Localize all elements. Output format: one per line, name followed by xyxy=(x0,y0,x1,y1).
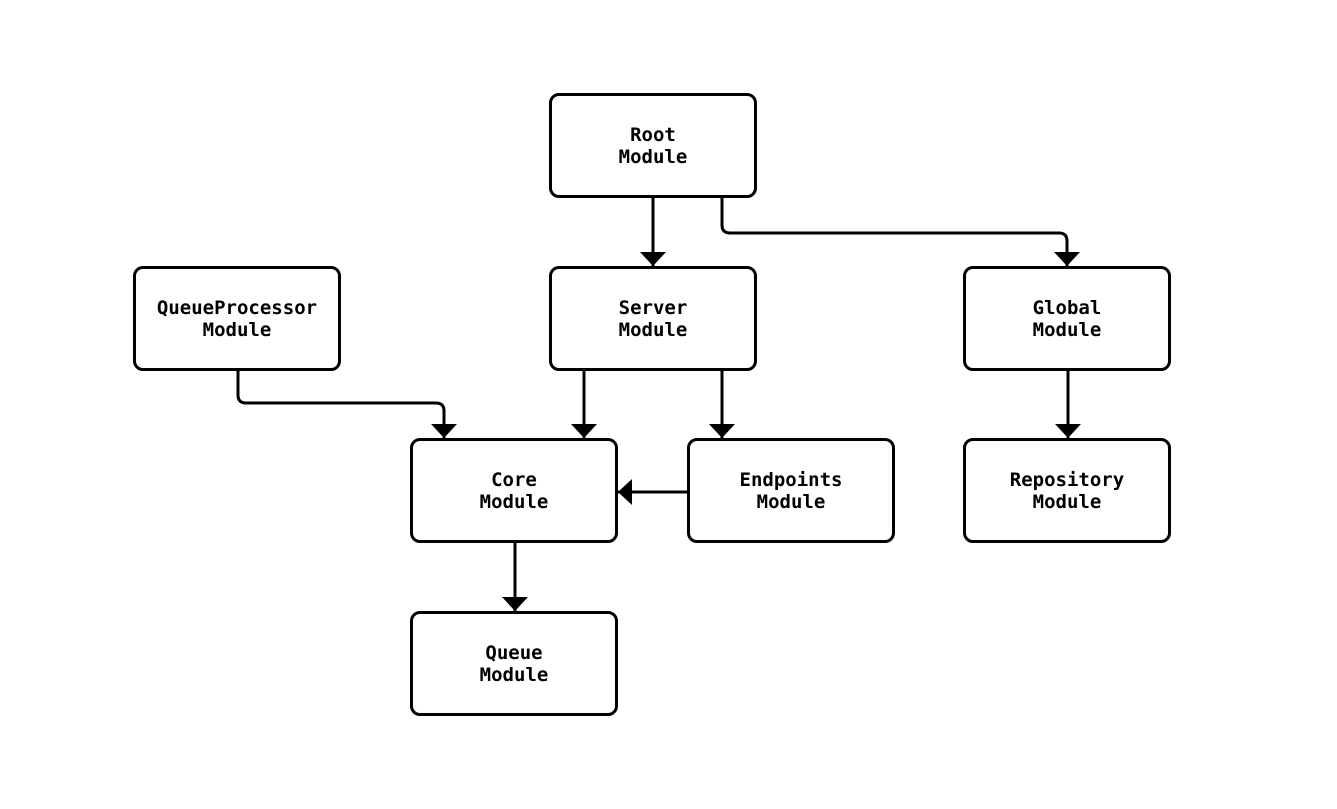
node-label-line1: Endpoints xyxy=(739,468,843,491)
node-label-line1: Global xyxy=(1032,296,1102,319)
node-label-line1: Root xyxy=(630,123,676,146)
edge-queueprocessor-to-core xyxy=(236,371,457,438)
edge-root-to-global xyxy=(720,198,1080,266)
node-endpoints-module: Endpoints Module xyxy=(687,438,895,543)
node-repository-module: Repository Module xyxy=(963,438,1171,543)
node-label-line2: Module xyxy=(618,318,688,341)
node-label-line1: Queue xyxy=(485,641,543,664)
node-label-line1: Server xyxy=(618,296,688,319)
node-label-line1: Repository xyxy=(1009,468,1125,491)
node-global-module: Global Module xyxy=(963,266,1171,371)
node-core-module: Core Module xyxy=(410,438,618,543)
node-server-module: Server Module xyxy=(549,266,757,371)
node-label-line2: Module xyxy=(479,490,549,513)
node-label-line2: Module xyxy=(479,663,549,686)
node-label-line2: Module xyxy=(1032,318,1102,341)
node-label-line1: Core xyxy=(491,468,537,491)
node-label-line2: Module xyxy=(618,145,688,168)
node-label-line1: QueueProcessor xyxy=(156,296,318,319)
node-queue-module: Queue Module xyxy=(410,611,618,716)
node-queueprocessor-module: QueueProcessor Module xyxy=(133,266,341,371)
node-label-line2: Module xyxy=(756,490,826,513)
node-label-line2: Module xyxy=(1032,490,1102,513)
node-label-line2: Module xyxy=(202,318,272,341)
node-root-module: Root Module xyxy=(549,93,757,198)
